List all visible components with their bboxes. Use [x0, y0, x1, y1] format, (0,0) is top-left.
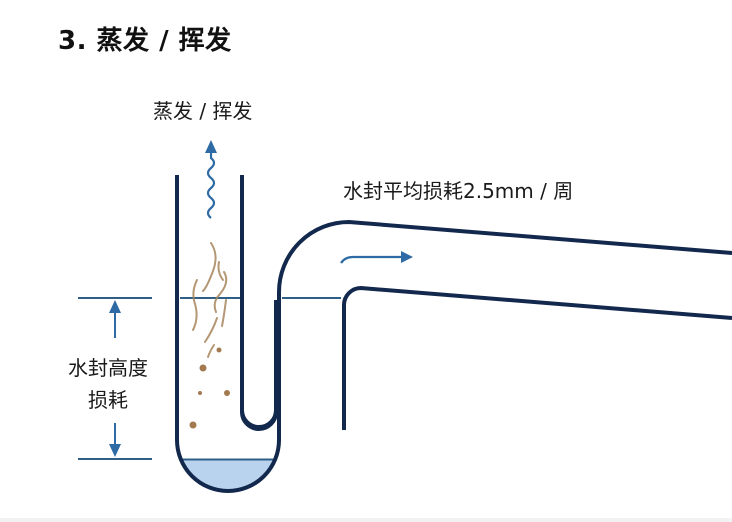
height-loss-label-line2: 损耗 [88, 388, 128, 412]
average-loss-label: 水封平均损耗2.5mm / 周 [343, 179, 574, 203]
pipe-outer-wall [175, 175, 732, 493]
pipe-inner-wall [240, 175, 278, 429]
debris-particles [189, 347, 230, 429]
particle [198, 391, 202, 395]
page-title: 3. 蒸发 / 挥发 [58, 26, 232, 56]
height-loss-label-line1: 水封高度 [68, 356, 148, 380]
pipe-center-divider [240, 175, 278, 431]
wavy-up-arrow-icon [205, 140, 217, 219]
pipe-u-inner [242, 175, 276, 429]
height-loss-label: 水封高度 损耗 [68, 352, 148, 416]
up-down-arrow-icon [78, 297, 152, 460]
right-arrow-icon [340, 251, 413, 264]
particle [189, 421, 197, 429]
particle [199, 364, 207, 372]
particle [216, 347, 222, 353]
evaporation-label: 蒸发 / 挥发 [153, 99, 253, 123]
particle [224, 390, 230, 396]
pipe-inner-right-wall [274, 285, 732, 430]
footer-divider [0, 518, 732, 522]
vapor-wisps [192, 242, 228, 358]
